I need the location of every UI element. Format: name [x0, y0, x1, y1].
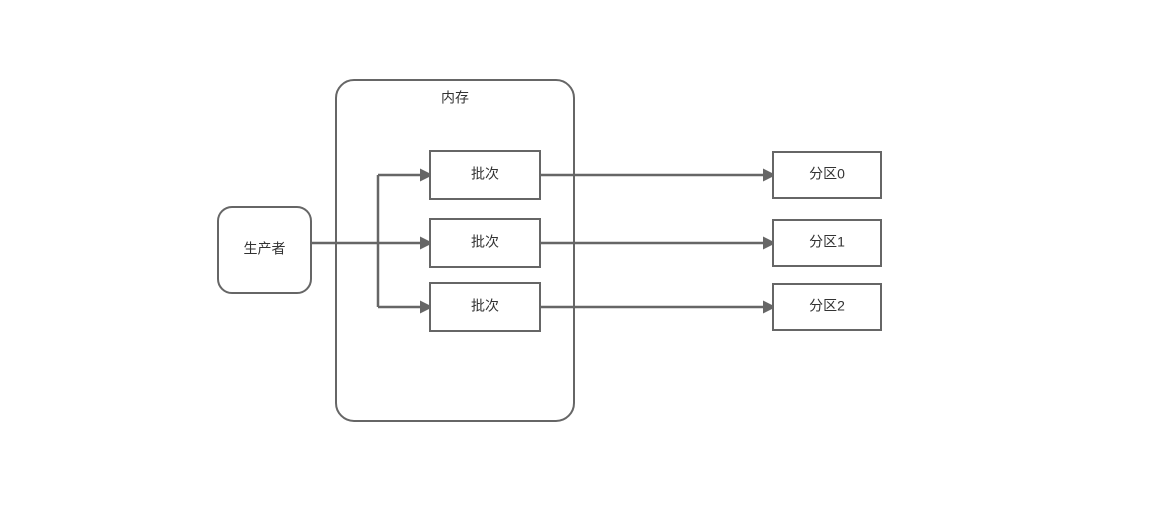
arrowhead-to-batch-3: [420, 300, 433, 314]
partition-node-1-shape: [772, 219, 882, 267]
partition-node-0[interactable]: 分区0: [772, 151, 882, 199]
producer-node-label: 生产者: [244, 241, 286, 257]
partition-node-0-label: 分区0: [809, 166, 845, 182]
arrowhead-to-partition-2: [763, 300, 776, 314]
partition-node-2-shape: [772, 283, 882, 331]
partition-node-1[interactable]: 分区1: [772, 219, 882, 267]
batch-node-2-label: 批次: [471, 234, 499, 250]
batch-node-3-shape: [429, 282, 541, 332]
arrowhead-to-partition-0: [763, 168, 776, 182]
batch-node-2[interactable]: 批次: [429, 218, 541, 268]
partition-node-2[interactable]: 分区2: [772, 283, 882, 331]
producer-node[interactable]: 生产者: [217, 206, 312, 294]
batch-node-1-label: 批次: [471, 166, 499, 182]
arrowhead-to-batch-1: [420, 168, 433, 182]
partition-node-1-label: 分区1: [809, 234, 845, 250]
batch-node-1-shape: [429, 150, 541, 200]
memory-container-label: 内存: [441, 90, 469, 106]
edge-producer-to-batches: [311, 168, 433, 314]
batch-node-3-label: 批次: [471, 298, 499, 314]
batch-node-1[interactable]: 批次: [429, 150, 541, 200]
batch-node-3[interactable]: 批次: [429, 282, 541, 332]
partition-node-2-label: 分区2: [809, 298, 845, 314]
batch-node-2-shape: [429, 218, 541, 268]
producer-node-shape: [217, 206, 312, 294]
edge-batches-to-partitions: [540, 168, 776, 314]
arrowhead-to-partition-1: [763, 236, 776, 250]
partition-node-0-shape: [772, 151, 882, 199]
arrowhead-to-batch-2: [420, 236, 433, 250]
